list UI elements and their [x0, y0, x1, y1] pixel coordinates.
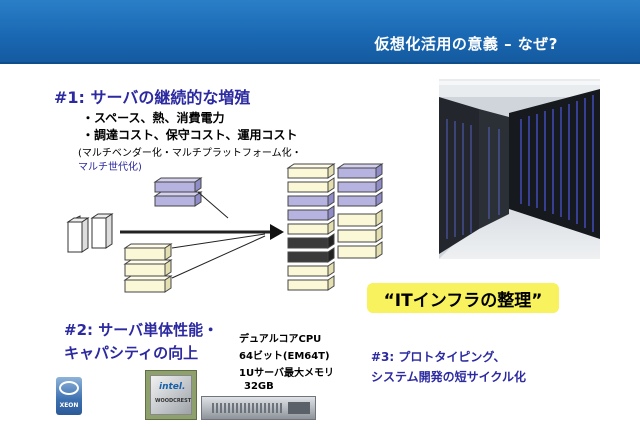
server-drive-bay	[288, 402, 310, 414]
cpu-model-label: WOODCREST	[155, 398, 192, 404]
cream-server-stack	[123, 243, 173, 293]
spec-memory: 1Uサーバ最大メモリ	[239, 368, 334, 379]
point1-bullet-2: ・調達コスト、保守コスト、運用コスト	[82, 128, 298, 142]
xeon-badge-text: XEON	[59, 402, 79, 409]
server-vents	[212, 403, 282, 413]
spec-64bit: 64ビット(EM64T)	[239, 351, 330, 362]
purple-server-stack	[153, 177, 203, 207]
point2-heading-line1: #2: サーバ単体性能・	[64, 321, 219, 339]
point2-heading-line2: キャパシティの向上	[64, 344, 199, 362]
spec-memory-size: 32GB	[244, 381, 274, 392]
server-growth-diagram	[60, 160, 390, 310]
cpu-intel-logo: intel.	[159, 382, 186, 392]
arrows	[120, 191, 284, 279]
datacenter-illustration	[439, 79, 600, 259]
xeon-logo: XEON	[56, 377, 82, 415]
datacenter-photo	[439, 79, 600, 259]
rack-server-1u-image	[201, 396, 316, 420]
growing-server-stack-1	[286, 163, 336, 291]
point1-bullet-1: ・スペース、熱、消費電力	[82, 111, 225, 125]
point1-heading: #1: サーバの継続的な増殖	[54, 88, 251, 107]
slide-title: 仮想化活用の意義 – なぜ?	[374, 35, 558, 53]
it-infrastructure-callout: “ITインフラの整理”	[367, 283, 559, 313]
legacy-servers	[66, 213, 114, 253]
server-boxes-illustration	[66, 163, 384, 293]
title-bar: 仮想化活用の意義 – なぜ?	[0, 0, 640, 64]
cpu-lid: intel. WOODCREST	[150, 375, 192, 415]
point1-note-multigen: マルチ世代化)	[78, 162, 142, 173]
growing-server-stack-2	[336, 163, 384, 259]
title-rule	[0, 62, 640, 64]
spec-cpu: デュアルコアCPU	[239, 334, 322, 345]
cpu-chip-image: intel. WOODCREST	[145, 370, 197, 420]
point1-note-paren: (マルチベンダー化・マルチプラットフォーム化・	[78, 148, 302, 159]
point3-line1: #3: プロトタイピング、	[371, 350, 506, 364]
point3-line2: システム開発の短サイクル化	[371, 370, 527, 384]
intel-ring-icon	[59, 381, 79, 395]
